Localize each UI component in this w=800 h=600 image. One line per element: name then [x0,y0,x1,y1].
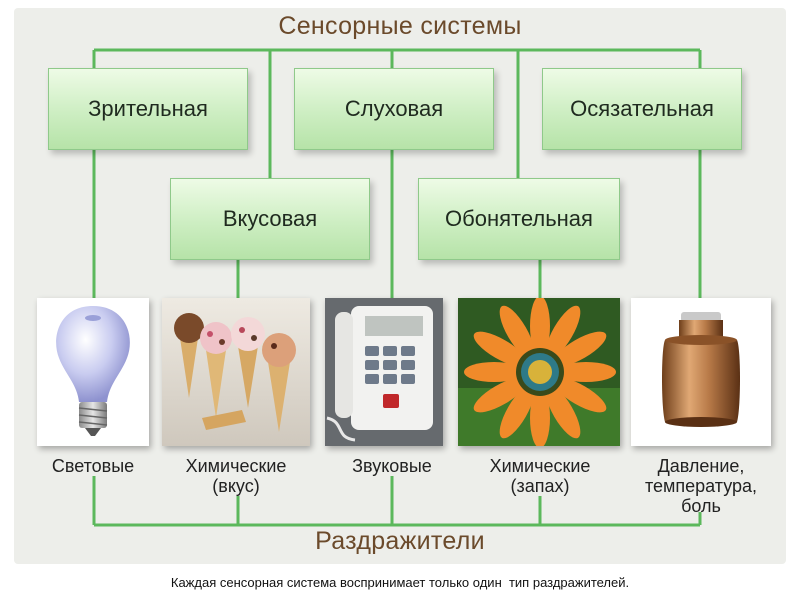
stimulus-label-sound: Звуковые [352,456,432,476]
system-box-auditory: Слуховая [294,68,494,150]
stimulus-label-pressure: Давление, температура, боль [644,456,758,516]
telephone-icon [325,298,443,446]
diagram-title: Сенсорные системы [278,12,522,40]
system-box-tactile: Осязательная [542,68,742,150]
stimulus-label-smell: Химические (запах) [489,456,591,496]
weight-icon [631,298,771,446]
figure-caption: Каждая сенсорная система воспринимает то… [170,575,630,590]
light-bulb-icon [37,298,149,446]
stimulus-label-taste: Химические (вкус) [185,456,287,496]
system-box-olfactory: Обонятельная [418,178,620,260]
ice-cream-icon [162,298,310,446]
system-box-visual: Зрительная [48,68,248,150]
system-box-gustatory: Вкусовая [170,178,370,260]
stimulus-label-light: Световые [51,456,135,476]
flower-icon [458,298,620,446]
stimuli-title: Раздражители [315,527,485,555]
